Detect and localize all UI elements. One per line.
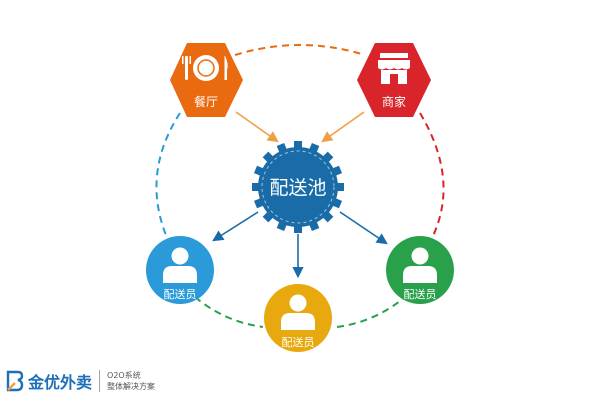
delivery-pool-node: 配送池 <box>252 141 344 233</box>
courier-node-bottom: 配送员 <box>264 284 332 352</box>
merchant-node: 商家 <box>357 43 431 117</box>
arrow-pool-to-courier-left <box>212 211 259 242</box>
tagline-line1: O2O系统 <box>107 371 141 380</box>
person-icon <box>281 294 315 330</box>
footer-divider <box>99 370 101 392</box>
merchant-label: 商家 <box>382 94 406 109</box>
person-icon <box>403 247 437 283</box>
courier-node-left: 配送员 <box>146 236 214 304</box>
restaurant-node: 餐厅 <box>170 43 243 117</box>
tagline: O2O系统 整体解决方案 <box>107 370 155 392</box>
ring-segment-bottom-left <box>194 296 264 328</box>
gear-tooth <box>294 223 302 233</box>
ring-segment-top <box>234 44 366 56</box>
arrow-merchant-to-pool <box>321 111 365 143</box>
footer-brand: 金优外卖 O2O系统 整体解决方案 <box>6 366 155 396</box>
ring-segment-right <box>419 112 445 239</box>
courier-node-right: 配送员 <box>386 236 454 304</box>
courier-right-label: 配送员 <box>404 287 437 301</box>
courier-bottom-label: 配送员 <box>282 335 315 349</box>
plate-cutlery-icon <box>182 55 228 81</box>
storefront-icon <box>378 53 410 84</box>
person-icon <box>163 247 197 283</box>
arrow-restaurant-to-pool <box>235 111 279 143</box>
gear-tooth <box>294 141 302 151</box>
restaurant-label: 餐厅 <box>194 94 218 109</box>
brand-name: 金优外卖 <box>28 373 93 392</box>
arrow-pool-to-courier-right <box>339 211 388 245</box>
brand-logo-icon <box>6 370 24 392</box>
delivery-pool-label: 配送池 <box>269 177 326 199</box>
ring-segment-bottom-right <box>336 296 406 328</box>
ring-segment-left <box>155 112 181 241</box>
tagline-line2: 整体解决方案 <box>107 382 156 391</box>
courier-left-label: 配送员 <box>164 287 197 301</box>
